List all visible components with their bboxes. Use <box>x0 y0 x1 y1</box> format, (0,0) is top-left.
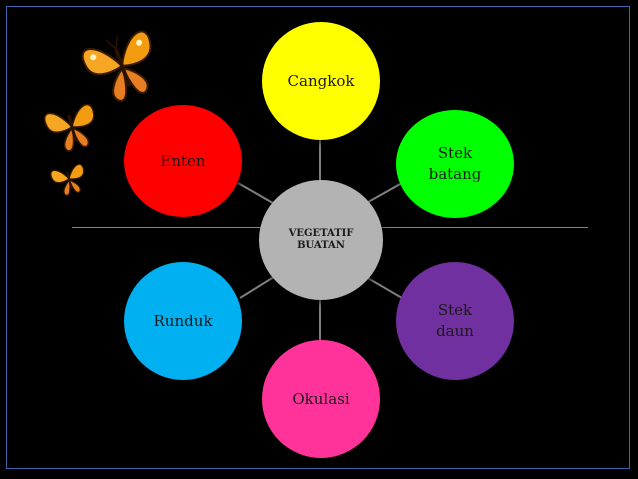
butterfly-small-icon <box>50 163 85 196</box>
node-stek-daun-label: Stek daun <box>436 301 474 340</box>
node-runduk-label: Runduk <box>153 311 213 330</box>
center-node-label: VEGETATIF BUATAN <box>288 228 354 251</box>
node-stek-batang-label: Stek batang <box>428 144 482 183</box>
butterfly-large-icon <box>81 30 152 102</box>
center-node-vegetatif-buatan: VEGETATIF BUATAN <box>259 180 383 300</box>
node-okulasi: Okulasi <box>262 340 380 458</box>
butterfly-medium-icon <box>44 103 95 152</box>
node-enten-label: Enten <box>160 151 206 170</box>
node-enten: Enten <box>124 105 242 217</box>
node-runduk: Runduk <box>124 262 242 380</box>
node-okulasi-label: Okulasi <box>292 389 350 408</box>
slide-frame <box>6 6 630 469</box>
node-cangkok: Cangkok <box>262 22 380 140</box>
node-stek-batang: Stek batang <box>396 110 514 218</box>
node-cangkok-label: Cangkok <box>287 71 355 90</box>
node-stek-daun: Stek daun <box>396 262 514 380</box>
